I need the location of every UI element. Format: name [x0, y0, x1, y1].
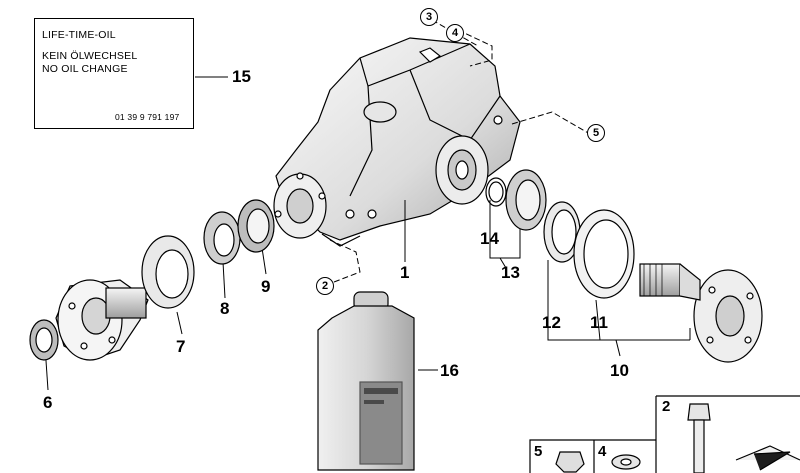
circle-label-3: 3 — [420, 8, 438, 26]
label-8: 8 — [220, 299, 230, 318]
sticker-part-number: 01 39 9 791 197 — [115, 112, 180, 122]
circle-label-5: 5 — [587, 124, 605, 142]
label-12: 12 — [542, 313, 561, 332]
sticker-line-1: LIFE-TIME-OIL — [42, 29, 116, 41]
seal-ring-6 — [29, 319, 59, 361]
shim-ring-8 — [203, 211, 241, 265]
label-10: 10 — [610, 361, 629, 380]
kit-number-2: 2 — [662, 398, 671, 415]
oil-bottle-16 — [317, 291, 415, 471]
shim-ring-7 — [141, 235, 195, 309]
label-15: 15 — [232, 67, 251, 86]
differential-housing — [273, 37, 521, 247]
radial-seal-13 — [505, 169, 547, 231]
label-13: 13 — [501, 263, 520, 282]
label-16: 16 — [440, 361, 459, 380]
fastener-kit-boxes — [529, 395, 800, 473]
kit-number-4: 4 — [598, 443, 607, 460]
label-7: 7 — [176, 337, 186, 356]
output-flange-10 — [639, 263, 763, 363]
label-9: 9 — [261, 277, 271, 296]
shim-ring-12 — [543, 201, 581, 263]
label-1: 1 — [400, 263, 410, 282]
sticker-line-2: KEIN ÖLWECHSEL — [42, 50, 138, 62]
o-ring-14 — [485, 177, 507, 207]
label-11: 11 — [590, 313, 608, 332]
label-14: 14 — [480, 229, 499, 248]
lifetime-oil-sticker: LIFE-TIME-OIL KEIN ÖLWECHSEL NO OIL CHAN… — [34, 18, 194, 129]
drive-flange — [55, 279, 149, 361]
circle-label-4: 4 — [446, 24, 464, 42]
kit-number-5: 5 — [534, 443, 543, 460]
shim-ring-11 — [573, 209, 635, 299]
circle-label-2: 2 — [316, 277, 334, 295]
sticker-line-3: NO OIL CHANGE — [42, 63, 128, 75]
radial-seal-9 — [237, 199, 275, 253]
label-6: 6 — [43, 393, 53, 412]
